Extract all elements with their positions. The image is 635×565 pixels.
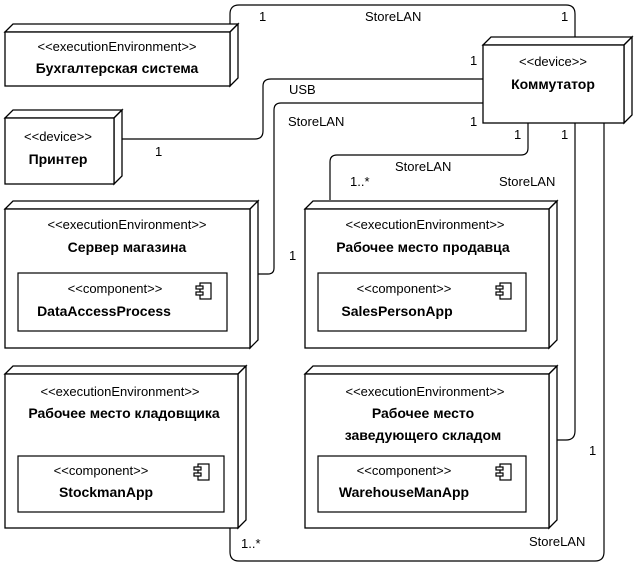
mult-accounting-end: 1	[259, 9, 266, 24]
node-name: Сервер магазина	[68, 239, 187, 255]
mult-switch-seller-end: 1	[514, 127, 521, 142]
label-server-switch: StoreLAN	[288, 114, 344, 129]
node-stereotype: <<executionEnvironment>>	[346, 217, 505, 232]
connector-seller-switch	[329, 123, 529, 200]
component-icon	[495, 282, 512, 300]
connector-manager-switch	[557, 123, 576, 441]
component-stereotype: <<component>>	[357, 463, 452, 478]
node-name: Принтер	[29, 151, 88, 167]
connector-accounting-switch	[229, 4, 576, 37]
mult-printer-end: 1	[155, 144, 162, 159]
node-printer: <<device>> Принтер	[3, 108, 124, 186]
connector-server-switch	[258, 102, 483, 275]
component-stereotype: <<component>>	[68, 281, 163, 296]
node-name-line-1: Рабочее место	[372, 405, 474, 421]
node-stereotype: <<executionEnvironment>>	[38, 39, 197, 54]
node-name: Коммутатор	[511, 76, 595, 92]
component-icon	[193, 463, 210, 481]
component-warehouse-man-app: <<component>> WarehouseManApp	[317, 455, 527, 513]
node-name: Рабочее место продавца	[336, 239, 510, 255]
node-store-server: <<executionEnvironment>> Сервер магазина…	[3, 199, 260, 350]
label-printer-switch: USB	[289, 82, 316, 97]
label-seller-switch: StoreLAN	[395, 159, 451, 174]
mult-server-end: 1	[289, 248, 296, 263]
node-warehouse-manager-workstation: <<executionEnvironment>> Рабочее место з…	[303, 364, 559, 530]
component-name: WarehouseManApp	[339, 484, 469, 500]
mult-switch-manager-end: 1	[561, 127, 568, 142]
node-name-line-2: заведующего складом	[345, 427, 502, 443]
component-icon	[495, 463, 512, 481]
node-stereotype: <<device>>	[519, 54, 587, 69]
node-name: Рабочее место кладовщика	[28, 405, 220, 421]
node-accounting-system: <<executionEnvironment>> Бухгалтерская с…	[3, 22, 240, 88]
component-name: StockmanApp	[59, 484, 153, 500]
mult-seller-end: 1..*	[350, 174, 370, 189]
component-icon	[195, 282, 212, 300]
node-stereotype: <<executionEnvironment>>	[346, 384, 505, 399]
mult-switch-server-end: 1	[470, 114, 477, 129]
component-sales-person-app: <<component>> SalesPersonApp	[317, 272, 527, 332]
mult-switch-top: 1	[561, 9, 568, 24]
node-stereotype: <<device>>	[24, 129, 92, 144]
label-manager-switch: StoreLAN	[499, 174, 555, 189]
mult-stockman-end: 1..*	[241, 536, 261, 551]
node-seller-workstation: <<executionEnvironment>> Рабочее место п…	[303, 199, 559, 350]
component-name: SalesPersonApp	[341, 303, 452, 319]
component-stockman-app: <<component>> StockmanApp	[17, 455, 225, 513]
node-stereotype: <<executionEnvironment>>	[48, 217, 207, 232]
component-stereotype: <<component>>	[357, 281, 452, 296]
connector-stockman-switch	[229, 123, 605, 562]
component-name: DataAccessProcess	[37, 303, 171, 319]
node-name: Бухгалтерская система	[36, 60, 199, 76]
node-stockman-workstation: <<executionEnvironment>> Рабочее место к…	[3, 364, 248, 530]
label-stockman-switch: StoreLAN	[529, 534, 585, 549]
label-accounting-switch: StoreLAN	[365, 9, 421, 24]
mult-switch-left: 1	[470, 53, 477, 68]
node-stereotype: <<executionEnvironment>>	[41, 384, 200, 399]
mult-switch-stockman-end: 1	[589, 443, 596, 458]
component-data-access-process: <<component>> DataAccessProcess	[17, 272, 228, 332]
node-switch: <<device>> Коммутатор	[481, 35, 634, 125]
component-stereotype: <<component>>	[54, 463, 149, 478]
connector-printer-switch	[122, 78, 483, 140]
